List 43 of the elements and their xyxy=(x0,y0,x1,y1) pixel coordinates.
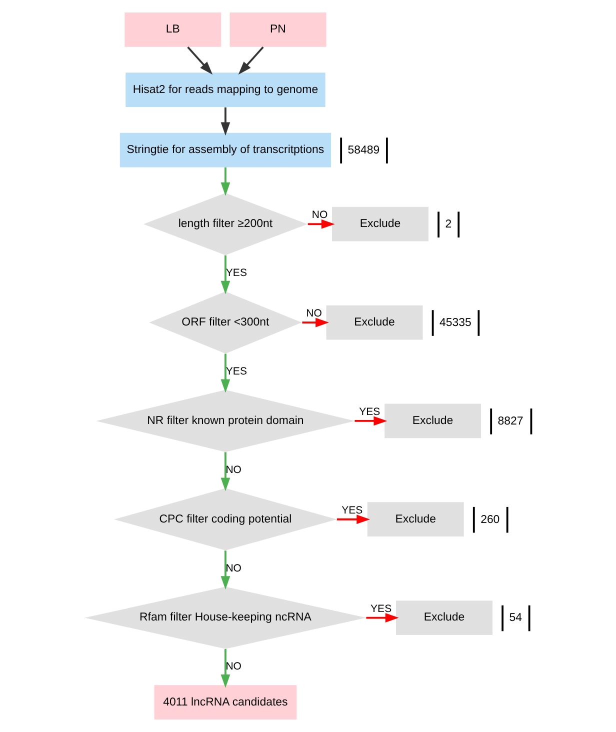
arrow xyxy=(186,46,212,75)
arrow xyxy=(220,649,230,688)
edge-label: YES xyxy=(341,504,362,516)
arrow xyxy=(336,514,370,524)
node-label: 8827 xyxy=(497,415,523,428)
node-box: 4011 lncRNA candidates xyxy=(154,685,296,720)
node-label: 2 xyxy=(444,218,452,231)
node-diamond: length filter ≥200nt xyxy=(142,193,307,256)
arrow xyxy=(220,255,230,294)
node-box: Stringtie for assembly of transcritptions xyxy=(119,132,331,168)
edge-label: NO xyxy=(311,209,328,222)
node-box: Exclude xyxy=(332,206,428,242)
edge-label: NO xyxy=(225,464,241,476)
arrow xyxy=(307,219,334,229)
node-label: 58489 xyxy=(347,144,380,156)
node-label: 260 xyxy=(480,514,500,526)
edge-label: NO xyxy=(225,660,241,673)
arrow xyxy=(220,107,230,136)
node-diamond: ORF filter <300nt xyxy=(148,291,302,354)
node-label: 45335 xyxy=(438,316,471,329)
arrow xyxy=(302,318,328,328)
node-box: Exclude xyxy=(384,404,481,438)
arrow xyxy=(220,354,230,393)
node-box: Exclude xyxy=(366,502,464,537)
arrow xyxy=(220,550,230,590)
edge-label: NO xyxy=(306,308,322,320)
edge-label: NO xyxy=(225,562,241,574)
node-box: PN xyxy=(229,12,326,47)
node-box: Hisat2 for reads mapping to genome xyxy=(125,72,325,108)
node-label: 54 xyxy=(508,612,522,624)
node-box: Exclude xyxy=(396,600,492,635)
arrow xyxy=(354,416,387,426)
node-diamond: CPC filter coding potential xyxy=(114,488,336,550)
edge-label: YES xyxy=(358,406,380,418)
node-diamond: Rfam filter House-keeping ncRNA xyxy=(84,586,366,649)
node-box: LB xyxy=(124,12,221,47)
node-diamond: NR filter known protein domain xyxy=(96,390,354,452)
arrow xyxy=(366,613,398,622)
node-box: Exclude xyxy=(326,305,422,340)
arrow xyxy=(220,167,230,196)
arrow xyxy=(220,452,230,492)
edge-label: YES xyxy=(370,602,392,615)
arrow xyxy=(238,46,264,75)
